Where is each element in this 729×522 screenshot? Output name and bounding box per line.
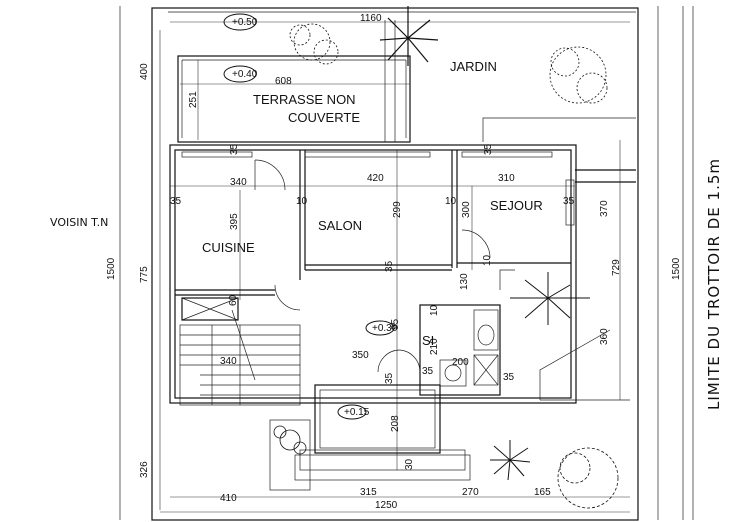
- tree-bottom-right: [557, 447, 619, 509]
- dimension-lines: [159, 21, 630, 513]
- staircase: [179, 297, 301, 406]
- dim-right-360: 360: [599, 328, 610, 345]
- dim-hall-130: 130: [459, 273, 470, 290]
- dim-bottom-165: 165: [534, 487, 551, 498]
- level-top: +0.50: [232, 17, 258, 28]
- dim-wall-10-b: 10: [445, 196, 457, 207]
- dim-sejour-depth: 300: [461, 201, 472, 218]
- dim-bottom-410: 410: [220, 493, 237, 504]
- plant-bottom-left: [273, 425, 307, 455]
- vertical-dimensions: 400 251 1500 775 326 395 299 300 35 35 3…: [106, 63, 682, 478]
- dim-wall-10-a: 10: [296, 196, 308, 207]
- dim-pool-208: 208: [390, 415, 401, 432]
- level-markers: [223, 13, 395, 420]
- dim-left-326: 326: [139, 461, 150, 478]
- dim-wall-35-c: 35: [422, 366, 434, 377]
- dim-wc-200: 200: [452, 357, 469, 368]
- label-garden: JARDIN: [450, 59, 497, 74]
- dim-wall-35-e: 35: [229, 143, 240, 155]
- dim-sejour-width: 310: [498, 173, 515, 184]
- dim-left-top: 400: [139, 63, 150, 80]
- label-sejour: SEJOUR: [490, 198, 543, 213]
- dim-stair-340: 340: [220, 356, 237, 367]
- dim-right-total: 1500: [671, 257, 682, 280]
- dim-wall-35-h: 35: [384, 372, 395, 384]
- dim-terrace-width: 608: [275, 76, 292, 87]
- palm-tree-top: [379, 6, 439, 66]
- dim-salon-width: 420: [367, 173, 384, 184]
- dim-bottom-270: 270: [462, 487, 479, 498]
- dim-pool-30: 30: [404, 458, 415, 470]
- palm-tree-bottom: [490, 440, 531, 481]
- label-sidewalk-limit: LIMITE DU TROTTOIR DE 1.5m: [705, 158, 723, 410]
- dim-wall-35-d: 35: [503, 372, 515, 383]
- dim-wall-35-g: 35: [384, 260, 395, 272]
- dim-left-total: 1500: [106, 257, 117, 280]
- property-boundary: [119, 6, 694, 521]
- level-pool: +0.15: [344, 407, 370, 418]
- terrace: [177, 20, 411, 143]
- dim-wall-35-f: 35: [483, 143, 494, 155]
- dim-wall-35-a: 35: [170, 196, 182, 207]
- label-terrace: TERRASSE NON: [253, 92, 356, 107]
- dim-kitchen-width: 340: [230, 177, 247, 188]
- dim-wall-10-d: 10: [429, 304, 440, 316]
- dim-right-370: 370: [599, 200, 610, 217]
- dim-wall-10-c: 10: [482, 254, 493, 266]
- label-wc: SI: [422, 333, 434, 348]
- plant-right: [510, 272, 590, 325]
- level-terrace: +0.40: [232, 69, 258, 80]
- right-annex: [482, 117, 636, 401]
- dim-kitchen-depth: 395: [229, 213, 240, 230]
- label-kitchen: CUISINE: [202, 240, 255, 255]
- dim-bottom-315: 315: [360, 487, 377, 498]
- dim-right-729: 729: [611, 259, 622, 276]
- dim-wc-210: 210: [429, 338, 440, 355]
- dim-stair-60: 60: [228, 294, 239, 306]
- pool: [269, 384, 471, 491]
- tree-top-right: [549, 46, 608, 104]
- dim-left-775: 775: [139, 266, 150, 283]
- dim-hall-95: 95: [390, 318, 401, 330]
- tree-top-center: [289, 23, 339, 65]
- dim-salon-depth: 299: [392, 201, 403, 218]
- house-walls: [169, 144, 577, 404]
- dim-wall-35-b: 35: [563, 196, 575, 207]
- dim-top-total: 1160: [360, 13, 382, 24]
- wc-block: [419, 304, 501, 396]
- label-terrace-2: COUVERTE: [288, 110, 360, 125]
- label-neighbor: VOISIN T.N: [50, 216, 108, 229]
- dim-hall-350: 350: [352, 350, 369, 361]
- dim-bottom-total: 1250: [375, 500, 398, 511]
- level-hall: +0.30: [372, 323, 398, 334]
- label-salon: SALON: [318, 218, 362, 233]
- dim-terrace-depth: 251: [188, 91, 199, 108]
